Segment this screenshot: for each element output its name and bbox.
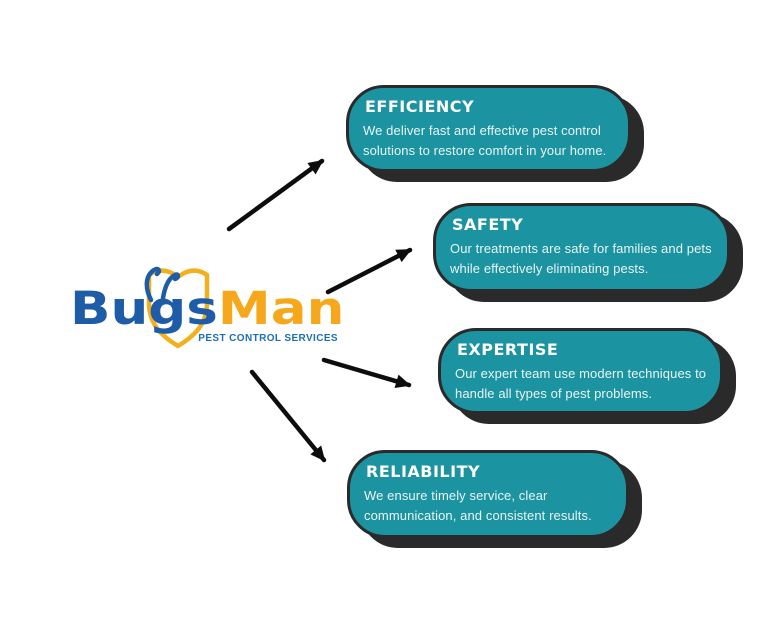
shield-icon	[146, 268, 210, 349]
card-expertise: EXPERTISE Our expert team use modern tec…	[438, 328, 723, 414]
card-safety-title: SAFETY	[452, 215, 524, 234]
brand-wordmark: BugsMan	[70, 286, 344, 331]
card-reliability-description: We ensure timely service, clear communic…	[364, 488, 592, 523]
brand-text-man: Man	[217, 282, 345, 335]
card-efficiency-title: EFFICIENCY	[365, 97, 475, 116]
card-efficiency: EFFICIENCY We deliver fast and effective…	[346, 85, 631, 172]
brand-tagline: PEST CONTROL SERVICES	[198, 333, 338, 344]
arrow-to-expertise	[321, 357, 412, 389]
card-safety: SAFETY Our treatments are safe for famil…	[433, 203, 730, 292]
card-efficiency-description: We deliver fast and effective pest contr…	[363, 123, 607, 158]
arrow-to-reliability	[249, 369, 327, 463]
card-expertise-description: Our expert team use modern techniques to…	[455, 366, 707, 401]
arrow-to-efficiency	[226, 158, 325, 232]
card-reliability: RELIABILITY We ensure timely service, cl…	[347, 450, 629, 538]
bug-antennae-icon	[144, 266, 180, 303]
card-reliability-title: RELIABILITY	[366, 462, 481, 481]
brand-text-bugs: Bugs	[70, 282, 218, 335]
card-safety-description: Our treatments are safe for families and…	[450, 241, 712, 276]
card-expertise-title: EXPERTISE	[457, 340, 559, 359]
